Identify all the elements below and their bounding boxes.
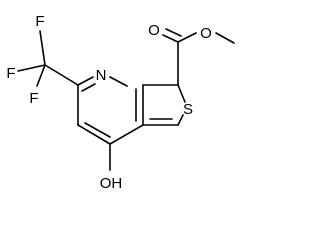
bond-cf-left bbox=[17, 64, 46, 72]
bond-carbonyl-double bbox=[165, 28, 182, 37]
sulfur-label: S bbox=[183, 101, 193, 118]
bond-c4-c3a bbox=[109, 124, 144, 145]
bond-c3-c4-double bbox=[84, 122, 111, 138]
trifluoromethyl-group bbox=[17, 30, 79, 87]
nitrogen-label: N bbox=[96, 67, 107, 84]
bond-c2-n-double bbox=[81, 83, 96, 92]
bond-s-c1 bbox=[177, 114, 184, 126]
hydroxyl-label: OH bbox=[100, 175, 123, 192]
bond-cf3-ring bbox=[44, 64, 79, 86]
fluorine-label-bottom: F bbox=[29, 90, 38, 107]
bond-c2-n bbox=[77, 76, 94, 86]
thiophene-ring bbox=[142, 84, 186, 126]
fluorine-label-top: F bbox=[35, 13, 44, 30]
carbonyl-oxygen-label: O bbox=[148, 22, 160, 39]
bond-c-ester-o bbox=[177, 32, 197, 43]
bond-c7-s bbox=[177, 84, 186, 103]
bond-cf-bottom bbox=[36, 64, 46, 87]
bond-cf-top bbox=[39, 30, 46, 66]
bond-c3-c4 bbox=[77, 124, 111, 145]
chemical-structure: F F F N S OH O O bbox=[6, 13, 235, 192]
bond-carbonyl bbox=[162, 34, 179, 43]
fluorine-label-left: F bbox=[6, 65, 15, 82]
ester-oxygen-label: O bbox=[200, 25, 212, 42]
methyl-ester-group bbox=[162, 28, 235, 86]
bond-ester-o-methyl bbox=[215, 32, 235, 44]
pyridine-ring bbox=[77, 76, 144, 145]
bond-n-c7a bbox=[109, 76, 128, 87]
